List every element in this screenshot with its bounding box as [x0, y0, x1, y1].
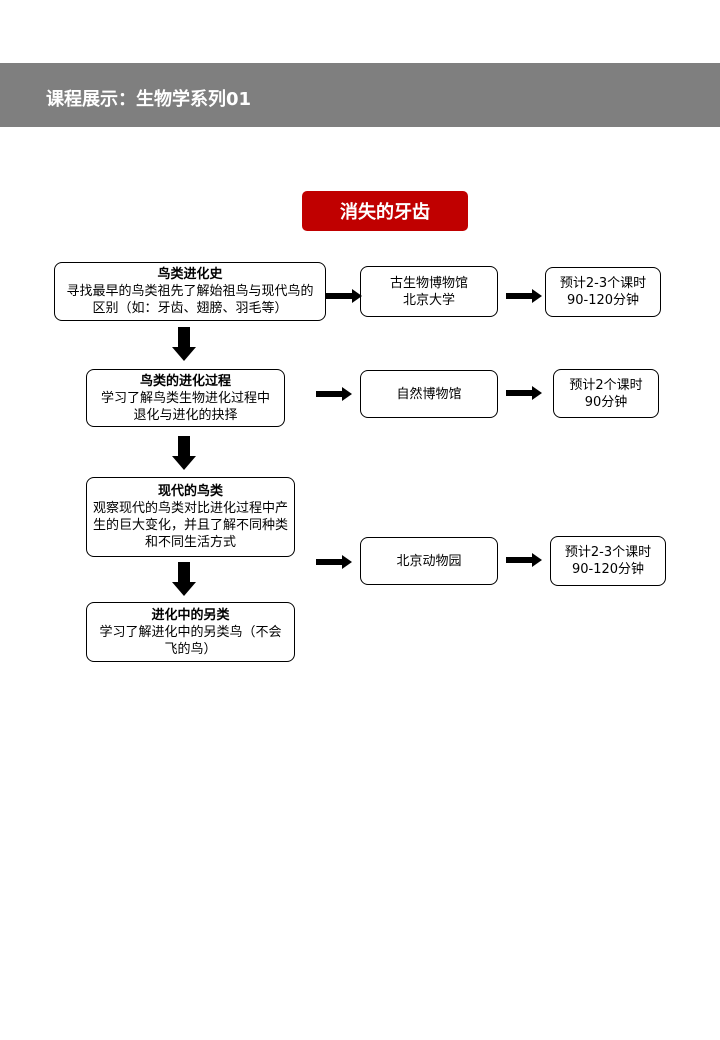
- venue-name-line2: 北京大学: [402, 292, 455, 308]
- down-arrow-icon: [172, 436, 196, 470]
- step-title: 鸟类进化史: [157, 267, 223, 282]
- venue-name: 自然博物馆: [396, 386, 462, 402]
- step-title: 现代的鸟类: [157, 484, 223, 499]
- duration-minutes: 90-120分钟: [566, 293, 640, 308]
- course-title: 消失的牙齿: [340, 202, 430, 223]
- right-arrow-icon: [316, 387, 352, 401]
- course-title-badge: 消失的牙齿: [302, 191, 468, 231]
- venue-box-3: 北京动物园: [360, 537, 498, 585]
- right-arrow-icon: [506, 289, 542, 303]
- header-bar: 课程展示：生物学系列01: [0, 63, 720, 127]
- down-arrow-icon: [172, 327, 196, 361]
- step-title: 鸟类的进化过程: [139, 373, 231, 389]
- venue-name: 北京动物园: [396, 553, 462, 569]
- duration-box-3: 预计2-3个课时 90-120分钟: [550, 536, 666, 586]
- step-box-2: 鸟类的进化过程 学习了解鸟类生物进化过程中退化与进化的抉择: [86, 369, 285, 427]
- step-title: 进化中的另类: [151, 607, 230, 623]
- duration-hours: 预计2个课时: [569, 377, 643, 393]
- page-title: 课程展示：生物学系列01: [46, 89, 252, 110]
- step-desc: 学习了解进化中的另类鸟（不会飞的鸟）: [99, 624, 282, 657]
- step-box-4: 进化中的另类 学习了解进化中的另类鸟（不会飞的鸟）: [86, 602, 295, 662]
- step-desc: 寻找最早的鸟类祖先了解始祖鸟与现代鸟的区别（如：牙齿、翅膀、羽毛等）: [66, 284, 314, 316]
- duration-minutes: 90-120分钟: [571, 562, 645, 577]
- down-arrow-icon: [172, 562, 196, 596]
- duration-box-2: 预计2个课时 90分钟: [553, 369, 659, 418]
- right-arrow-icon: [506, 386, 542, 400]
- venue-box-2: 自然博物馆: [360, 370, 498, 418]
- step-box-3: 现代的鸟类 观察现代的鸟类对比进化过程中产生的巨大变化，并且了解不同种类和不同生…: [86, 477, 295, 557]
- step-desc: 学习了解鸟类生物进化过程中退化与进化的抉择: [100, 390, 270, 423]
- duration-hours: 预计2-3个课时: [564, 545, 652, 560]
- step-box-1: 鸟类进化史 寻找最早的鸟类祖先了解始祖鸟与现代鸟的区别（如：牙齿、翅膀、羽毛等）: [54, 262, 326, 321]
- venue-box-1: 古生物博物馆 北京大学: [360, 266, 498, 317]
- right-arrow-icon: [316, 555, 352, 569]
- right-arrow-icon: [326, 289, 362, 303]
- duration-box-1: 预计2-3个课时 90-120分钟: [545, 267, 661, 317]
- venue-name: 古生物博物馆: [389, 275, 468, 291]
- right-arrow-icon: [506, 553, 542, 567]
- step-desc: 观察现代的鸟类对比进化过程中产生的巨大变化，并且了解不同种类和不同生活方式: [92, 501, 288, 550]
- duration-hours: 预计2-3个课时: [559, 276, 647, 291]
- duration-minutes: 90分钟: [584, 394, 628, 410]
